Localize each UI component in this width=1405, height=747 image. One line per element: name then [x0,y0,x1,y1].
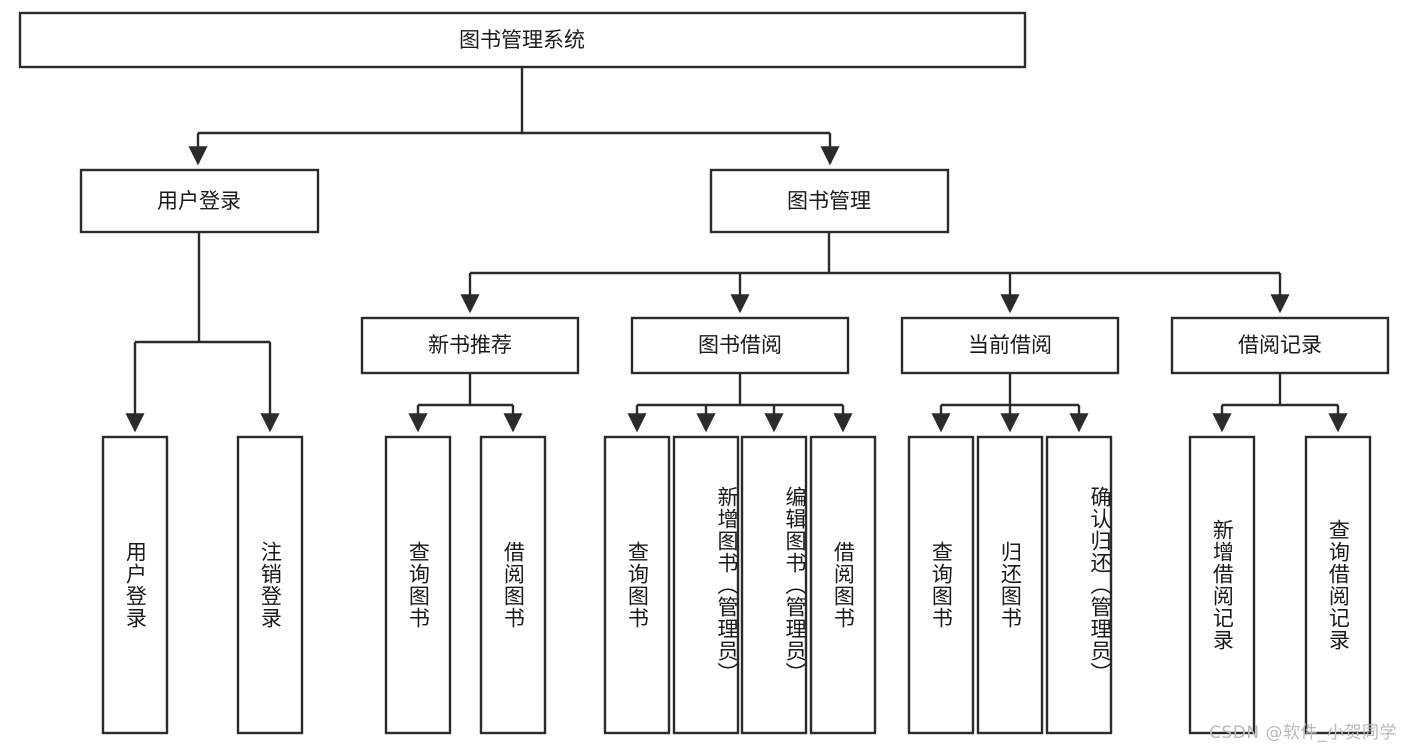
leaf-box-br-add[interactable] [1188,435,1256,735]
node-book-manage[interactable]: 图书管理 [709,168,950,234]
leaf-box-cb-query[interactable] [907,435,975,735]
node-root-label: 图书管理系统 [459,28,585,52]
leaf-box-bb-add[interactable] [672,435,740,735]
leaf-box-logout[interactable] [236,435,304,735]
leaf-box-user-login[interactable] [101,435,169,735]
leaf-box-bb-edit[interactable] [740,435,808,735]
node-current-borrow-label: 当前借阅 [968,333,1052,357]
node-user-login[interactable]: 用户登录 [79,168,320,234]
leaf-box-br-query[interactable] [1304,435,1372,735]
leaf-box-nb-query[interactable] [384,435,452,735]
node-book-manage-label: 图书管理 [787,189,871,213]
watermark-text: CSDN @软件_小贺同学 [1209,723,1397,743]
node-new-book-label: 新书推荐 [428,333,512,357]
leaf-box-nb-borrow[interactable] [479,435,547,735]
node-book-borrow-label: 图书借阅 [698,333,782,357]
leaf-box-bb-query[interactable] [603,435,671,735]
node-borrow-record-label: 借阅记录 [1238,333,1322,357]
leaf-box-cb-return[interactable] [976,435,1044,735]
node-current-borrow[interactable]: 当前借阅 [900,316,1120,375]
leaf-box-cb-confirm[interactable] [1045,435,1113,735]
node-new-book[interactable]: 新书推荐 [360,316,580,375]
node-root[interactable]: 图书管理系统 [18,11,1027,69]
node-user-login-label: 用户登录 [157,189,241,213]
node-book-borrow[interactable]: 图书借阅 [630,316,850,375]
leaf-box-bb-borrow[interactable] [809,435,877,735]
node-borrow-record[interactable]: 借阅记录 [1170,316,1390,375]
